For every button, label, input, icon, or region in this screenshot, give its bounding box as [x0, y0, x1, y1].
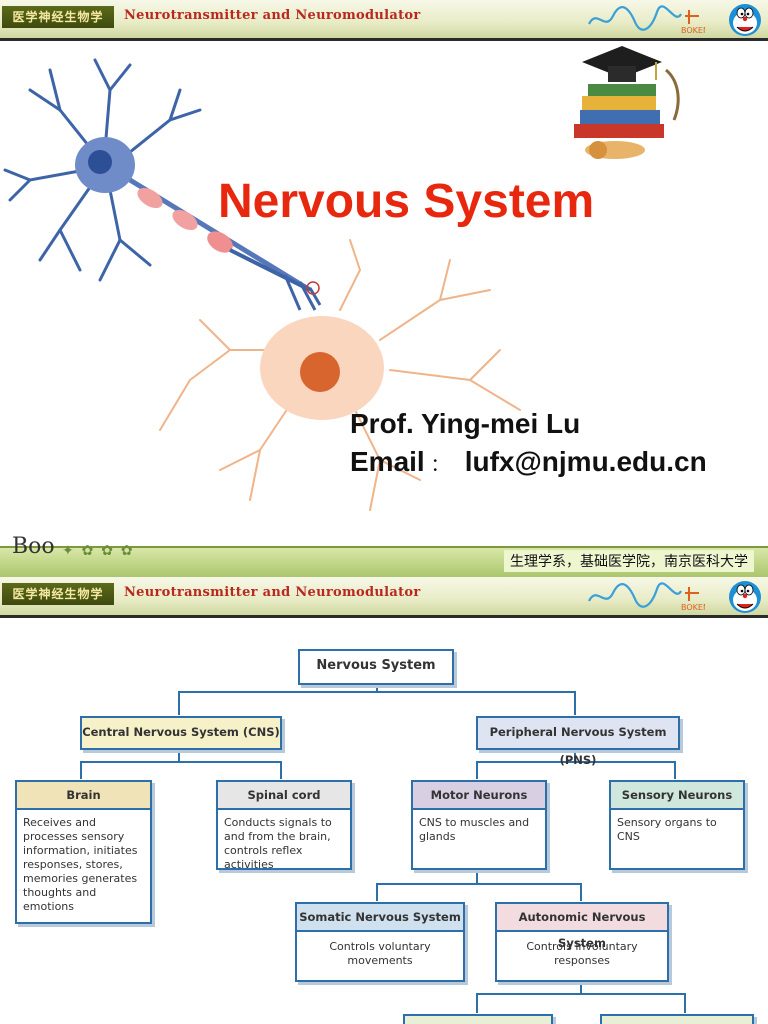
connector-line: [476, 993, 478, 1013]
slide-header-bar: 医学神经生物学 Neurotransmitter and Neuromodula…: [0, 577, 768, 615]
connector-line: [280, 761, 282, 779]
motor-neurons-title: Motor Neurons: [413, 782, 545, 810]
professor-name: Prof. Ying-mei Lu: [350, 408, 581, 439]
pns-box: Peripheral Nervous System (PNS): [476, 716, 680, 767]
slide-header-bar: 医学神经生物学 Neurotransmitter and Neuromodula…: [0, 0, 768, 38]
sensory-neurons-description: Sensory organs to CNS: [617, 816, 717, 843]
svg-text:BOKEMAN: BOKEMAN: [681, 26, 705, 35]
cns-box: Central Nervous System (CNS): [80, 716, 282, 750]
email-row: Email： lufx@njmu.edu.cn: [350, 446, 707, 478]
footer-decoration-icon: ✦ ✿ ✿ ✿: [62, 542, 135, 558]
connector-line: [376, 883, 582, 885]
connector-line: [574, 749, 576, 763]
connector-line: [476, 761, 676, 763]
doraemon-mascot-icon: [729, 581, 761, 613]
spinal-cord-box: Spinal cord Conducts signals to and from…: [216, 780, 352, 871]
email-label: Email: [350, 446, 425, 477]
header-title: Neurotransmitter and Neuromodulator: [124, 585, 421, 600]
brain-box: Brain Receives and processes sensory inf…: [15, 780, 152, 924]
connector-line: [178, 749, 180, 763]
somatic-box: Somatic Nervous System Controls voluntar…: [295, 902, 465, 982]
sympathetic-box: Sympathetic Division: [403, 1014, 553, 1024]
motor-neurons-box: Motor Neurons CNS to muscles and glands: [411, 780, 547, 870]
books-graduation-cap-icon: [574, 46, 680, 159]
sensory-neurons-title: Sensory Neurons: [611, 782, 743, 810]
nervous-system-box: Nervous System: [298, 649, 454, 685]
neuron-illustration: [3, 58, 521, 511]
nervous-system-label: Nervous System: [316, 658, 436, 673]
connector-line: [580, 979, 582, 995]
autonomic-box: Autonomic Nervous System Controls involu…: [495, 902, 669, 982]
sympathetic-title: Sympathetic Division: [405, 1016, 551, 1024]
connector-line: [178, 691, 180, 715]
connector-line: [476, 993, 686, 995]
connector-line: [476, 869, 478, 885]
doraemon-mascot-icon: [729, 4, 761, 36]
header-divider: [0, 615, 768, 618]
connector-line: [178, 691, 576, 693]
connector-line: [80, 761, 282, 763]
connector-line: [376, 683, 378, 693]
parasympathetic-title: Parasympathetic Division: [602, 1016, 752, 1024]
connector-line: [476, 761, 478, 779]
connector-line: [684, 993, 686, 1013]
connector-line: [80, 761, 82, 779]
footer-brand: Boo: [12, 534, 55, 559]
pns-label: Peripheral Nervous System (PNS): [489, 725, 667, 767]
somatic-description: Controls voluntary movements: [329, 940, 431, 967]
slide-footer: Boo ✦ ✿ ✿ ✿ 生理学系，基础医学院，南京医科大学: [0, 530, 768, 578]
header-divider: [0, 38, 768, 41]
email-colon: ：: [430, 455, 449, 475]
svg-text:BOKEMAN: BOKEMAN: [681, 603, 705, 612]
slide-1: 医学神经生物学 Neurotransmitter and Neuromodula…: [0, 0, 768, 512]
motor-neurons-description: CNS to muscles and glands: [419, 816, 530, 843]
autonomic-title: Autonomic Nervous System: [497, 904, 667, 950]
connector-line: [574, 691, 576, 715]
connector-line: [674, 761, 676, 779]
header-title: Neurotransmitter and Neuromodulator: [124, 8, 421, 23]
parasympathetic-box: Parasympathetic Division: [600, 1014, 754, 1024]
spinal-cord-description: Conducts signals to and from the brain, …: [224, 816, 332, 871]
sensory-neurons-box: Sensory Neurons Sensory organs to CNS: [609, 780, 745, 870]
connector-line: [376, 883, 378, 901]
cns-label: Central Nervous System (CNS): [82, 725, 280, 739]
course-badge: 医学神经生物学: [2, 583, 114, 605]
email-address[interactable]: lufx@njmu.edu.cn: [464, 446, 707, 477]
slide-2: 医学神经生物学 Neurotransmitter and Neuromodula…: [0, 577, 768, 1024]
handwritten-logo-icon: BOKEMAN: [588, 5, 705, 35]
brain-title: Brain: [17, 782, 150, 810]
department-label: 生理学系，基础医学院，南京医科大学: [504, 550, 754, 572]
connector-line: [580, 883, 582, 901]
autonomic-description: Controls involuntary responses: [526, 940, 638, 967]
slide-title: Nervous System: [218, 175, 595, 228]
course-badge: 医学神经生物学: [2, 6, 114, 28]
somatic-title: Somatic Nervous System: [297, 904, 463, 932]
brain-description: Receives and processes sensory informati…: [23, 816, 138, 913]
spinal-cord-title: Spinal cord: [218, 782, 350, 810]
handwritten-logo-icon: BOKEMAN: [588, 582, 705, 612]
